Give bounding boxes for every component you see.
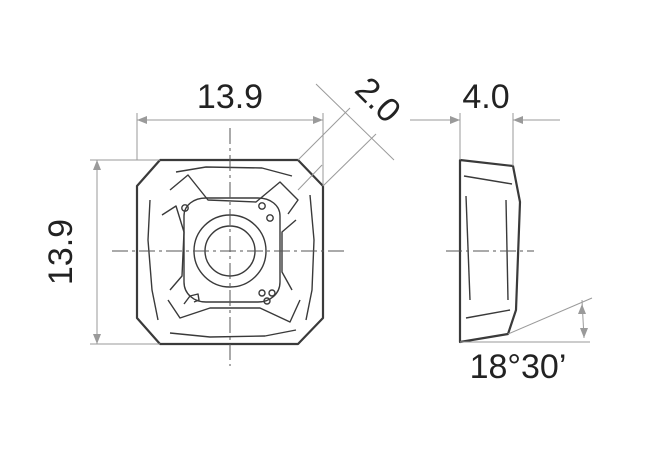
- marking-dot: [258, 202, 266, 210]
- angle-dimension-label: 18°30’: [470, 348, 567, 386]
- side-facet-lower: [465, 309, 511, 319]
- width-dimension-label: 13.9: [197, 78, 263, 116]
- chamfer-dimension-label: 2.0: [348, 70, 408, 130]
- chipbreaker-bottom: [167, 299, 301, 323]
- insert-top-view: [112, 128, 346, 366]
- insert-facet-right: [305, 194, 315, 321]
- height-dimension: 13.9: [42, 159, 160, 345]
- chamfer-dimension: 2.0: [297, 70, 408, 191]
- side-land-right: [505, 199, 509, 301]
- marking-dot: [258, 289, 266, 297]
- chipbreaker-top: [169, 174, 299, 215]
- thickness-dimension-label: 4.0: [462, 78, 509, 116]
- height-dimension-label: 13.9: [42, 219, 80, 285]
- insert-facet-left: [147, 199, 159, 321]
- marking-dot: [268, 289, 276, 297]
- thickness-dimension: 4.0: [410, 78, 560, 166]
- side-facet-upper: [463, 175, 513, 185]
- marking-dot: [263, 297, 271, 305]
- insert-facet-top: [175, 166, 293, 177]
- chipbreaker-right: [281, 219, 297, 291]
- insert-facet-bottom: [169, 329, 297, 338]
- angle-dimension: 18°30’: [460, 297, 593, 386]
- insert-side-view: [446, 158, 534, 344]
- insert-landing: [183, 197, 281, 303]
- marking-dot: [181, 204, 189, 212]
- marking-dot: [266, 214, 274, 222]
- side-land-left: [465, 195, 471, 301]
- corner-marking: [183, 293, 200, 305]
- width-dimension: 13.9: [136, 78, 324, 186]
